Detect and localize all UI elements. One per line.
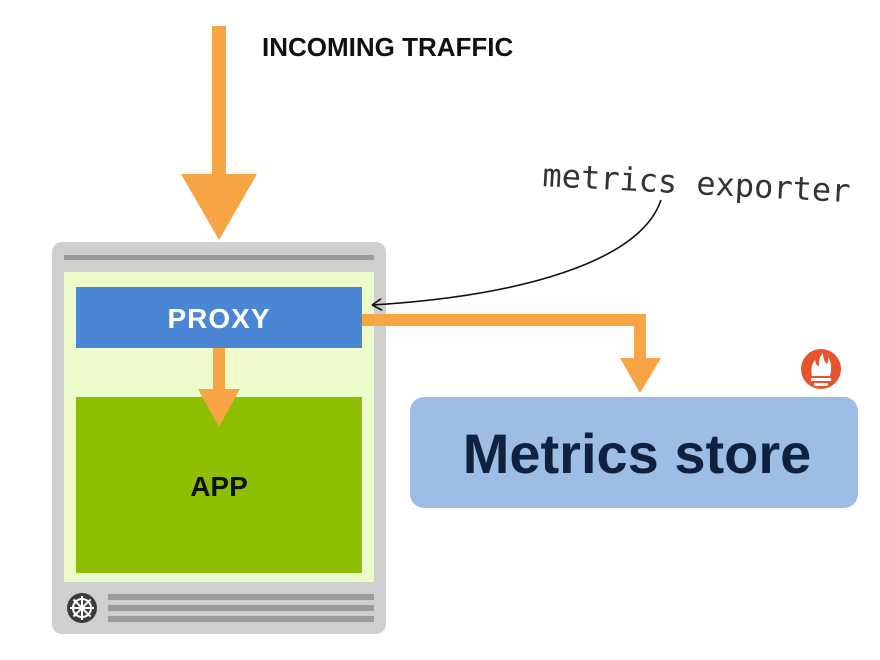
proxy-box <box>76 287 362 348</box>
proxy-to-store-arrow <box>362 314 661 393</box>
metrics-store-box <box>410 397 858 508</box>
proxy-to-app-arrow <box>198 348 240 427</box>
kubernetes-icon <box>67 593 97 623</box>
metrics-store-label: Metrics store <box>463 422 812 485</box>
app-label: APP <box>190 471 248 502</box>
incoming-traffic-label: INCOMING TRAFFIC <box>262 32 514 62</box>
pod-footer-lines <box>108 594 374 622</box>
incoming-traffic-arrow <box>181 26 257 240</box>
proxy-label: PROXY <box>167 303 270 334</box>
annotation-pointer <box>372 199 662 305</box>
prometheus-icon <box>801 349 841 389</box>
metrics-exporter-annotation: metrics exporter <box>542 156 852 210</box>
